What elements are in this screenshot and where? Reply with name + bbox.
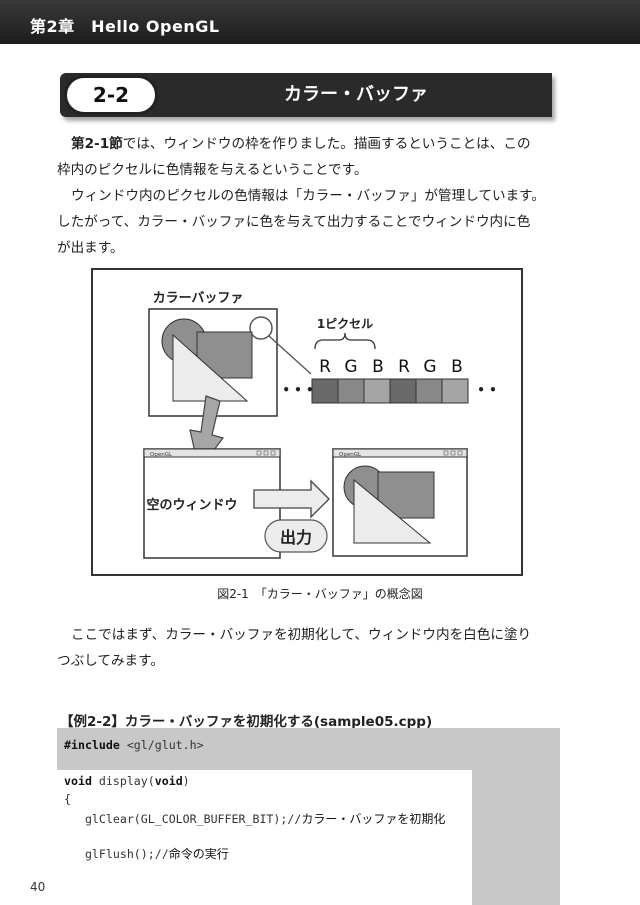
- code-keyword-void: void: [64, 774, 92, 788]
- paragraph-1-line-1: では、ウィンドウの枠を作りました。描画するということは、この: [122, 136, 531, 152]
- output-label: 出力: [280, 528, 312, 547]
- close-icon: [270, 450, 276, 456]
- empty-window-title: OpenGL: [150, 452, 173, 458]
- pixel-cell: [415, 378, 443, 404]
- empty-window-label: 空のウィンドウ: [146, 497, 237, 513]
- empty-window-titlebar: [143, 448, 281, 458]
- dots-left: • • •: [282, 383, 313, 397]
- paragraph-3-line-1: ここではまず、カラー・バッファを初期化して、ウィンドウ内を白色に塗り: [71, 627, 532, 643]
- code-line-2-end: ): [182, 774, 190, 788]
- code-line-2: void display(void): [64, 774, 190, 788]
- code-keyword-include: #include: [64, 738, 120, 752]
- buffer-label: カラーバッファ: [153, 291, 244, 306]
- page-number: 40: [30, 880, 46, 894]
- example-title: 【例2-2】カラー・バッファを初期化する(sample05.cpp): [60, 714, 433, 730]
- code-comment-clear: カラー・バッファを初期化: [301, 812, 446, 826]
- pixel-brace: [314, 332, 376, 350]
- magnify-leader: [268, 335, 312, 375]
- output-pill: [264, 519, 328, 553]
- code-line-5: glFlush();//命令の実行: [64, 845, 229, 862]
- figure-caption: 図2-1 「カラー・バッファ」の概念図: [217, 587, 423, 601]
- pixel-cells: [311, 378, 469, 404]
- minimize-icon: [256, 450, 262, 456]
- pixel-cell: [389, 378, 417, 404]
- code-keyword-void-param: void: [154, 774, 183, 788]
- code-line-2-mid: display(: [91, 774, 155, 788]
- code-line-4-code: glClear(GL_COLOR_BUFFER_BIT);//: [64, 812, 302, 826]
- pixel-label: 1ピクセル: [317, 317, 373, 331]
- pixel-cell: [311, 378, 339, 404]
- output-window-titlebar: [332, 448, 468, 458]
- pixel-cell: [441, 378, 469, 404]
- paragraph-1-bold: 第2-1節: [71, 136, 123, 152]
- rgb-label-b2: B: [451, 357, 463, 377]
- pixel-cell: [363, 378, 391, 404]
- chapter-header: 第2章 Hello OpenGL: [0, 0, 640, 44]
- paragraph-2-line-3: が出ます。: [57, 240, 124, 256]
- magnify-circle: [249, 316, 273, 340]
- rgb-label-g1: G: [344, 357, 357, 377]
- color-buffer-diagram: カラーバッファ 1ピクセル R G B R G B • • •: [143, 291, 497, 559]
- code-line-1-rest: <gl/glut.h>: [119, 738, 204, 752]
- output-triangle: [353, 478, 432, 544]
- rgb-label-g2: G: [423, 357, 436, 377]
- code-comment-flush: 命令の実行: [168, 847, 229, 861]
- pixel-cell: [337, 378, 365, 404]
- paragraph-2-line-1: ウィンドウ内のピクセルの色情報は「カラー・バッファ」が管理しています。: [71, 188, 546, 204]
- code-line-4: glClear(GL_COLOR_BUFFER_BIT);//カラー・バッファを…: [64, 810, 445, 827]
- figure-frame: カラーバッファ 1ピクセル R G B R G B • • •: [91, 268, 523, 576]
- code-line-5-code: glFlush();//: [64, 847, 169, 861]
- code-line-1: #include <gl/glut.h>: [64, 738, 204, 752]
- paragraph-2-line-2: したがって、カラー・バッファに色を与えて出力することでウィンドウ内に色: [57, 214, 531, 230]
- paragraph-3-line-2: つぶしてみます。: [57, 653, 164, 669]
- dots-right: • •: [477, 383, 497, 397]
- close-icon: [457, 450, 463, 456]
- rgb-label-b1: B: [372, 357, 384, 377]
- maximize-icon: [263, 450, 269, 456]
- code-line-3: {: [64, 792, 71, 806]
- rgb-label-r1: R: [319, 357, 331, 377]
- right-arrow-icon: [253, 479, 330, 519]
- paragraph-3: ここではまず、カラー・バッファを初期化して、ウィンドウ内を白色に塗り つぶしてみ…: [57, 622, 569, 674]
- section-title: カラー・バッファ: [284, 84, 428, 105]
- rgb-label-r2: R: [398, 357, 410, 377]
- paragraph-1: 第2-1節では、ウィンドウの枠を作りました。描画するということは、この 枠内のピ…: [57, 131, 569, 183]
- chapter-title: 第2章 Hello OpenGL: [30, 17, 220, 36]
- maximize-icon: [450, 450, 456, 456]
- rgb-labels: R G B R G B: [319, 357, 463, 377]
- section-number: 2-2: [64, 75, 158, 115]
- output-window-title: OpenGL: [339, 452, 362, 458]
- code-block-inner: [57, 770, 472, 905]
- minimize-icon: [443, 450, 449, 456]
- paragraph-2: ウィンドウ内のピクセルの色情報は「カラー・バッファ」が管理しています。 したがっ…: [57, 183, 569, 261]
- paragraph-1-line-2: 枠内のピクセルに色情報を与えるということです。: [57, 162, 368, 178]
